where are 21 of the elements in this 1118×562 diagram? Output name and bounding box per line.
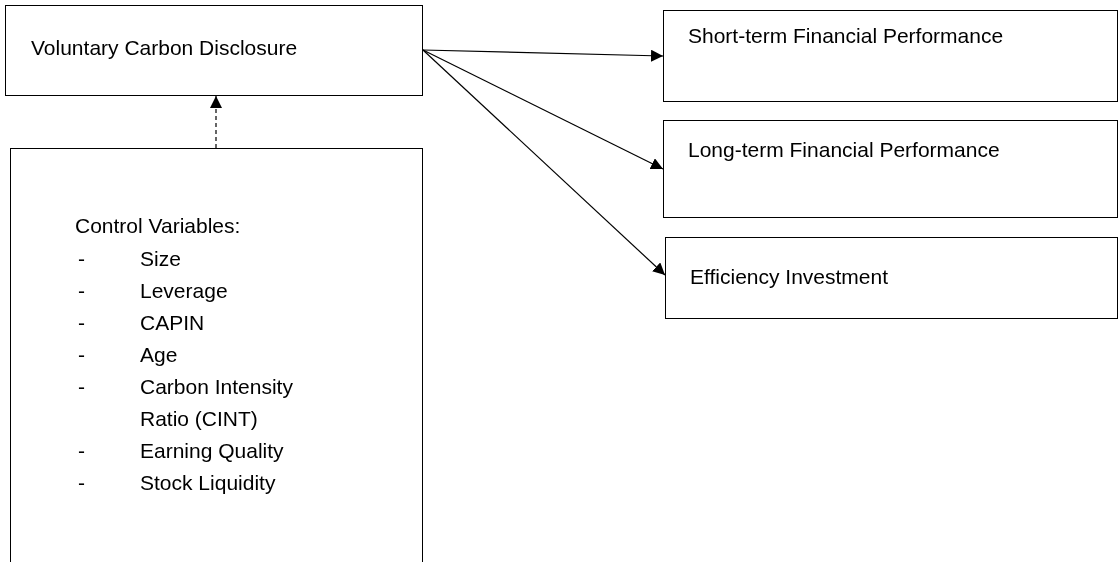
arrow — [210, 95, 222, 149]
list-item: - Age — [78, 342, 179, 368]
node-heading: Control Variables: — [75, 213, 241, 239]
arrow — [422, 49, 666, 276]
list-item: - Leverage — [78, 278, 229, 304]
node-label: Short-term Financial Performance — [688, 23, 1005, 49]
node-label: Efficiency Investment — [690, 264, 890, 290]
node-label: Voluntary Carbon Disclosure — [31, 35, 299, 61]
list-item: - Carbon Intensity Ratio (CINT) — [78, 374, 294, 432]
process-box — [665, 237, 1118, 319]
list-item: - Size — [78, 246, 182, 272]
list-item: - Stock Liquidity — [78, 470, 277, 496]
node-label: Long-term Financial Performance — [688, 137, 1001, 163]
list-item: - Earning Quality — [78, 438, 285, 464]
arrow — [422, 49, 664, 62]
process-box — [10, 148, 423, 562]
arrow — [422, 49, 664, 170]
process-box — [663, 10, 1118, 102]
process-box — [663, 120, 1118, 218]
list-item: - CAPIN — [78, 310, 206, 336]
process-box — [5, 5, 423, 96]
